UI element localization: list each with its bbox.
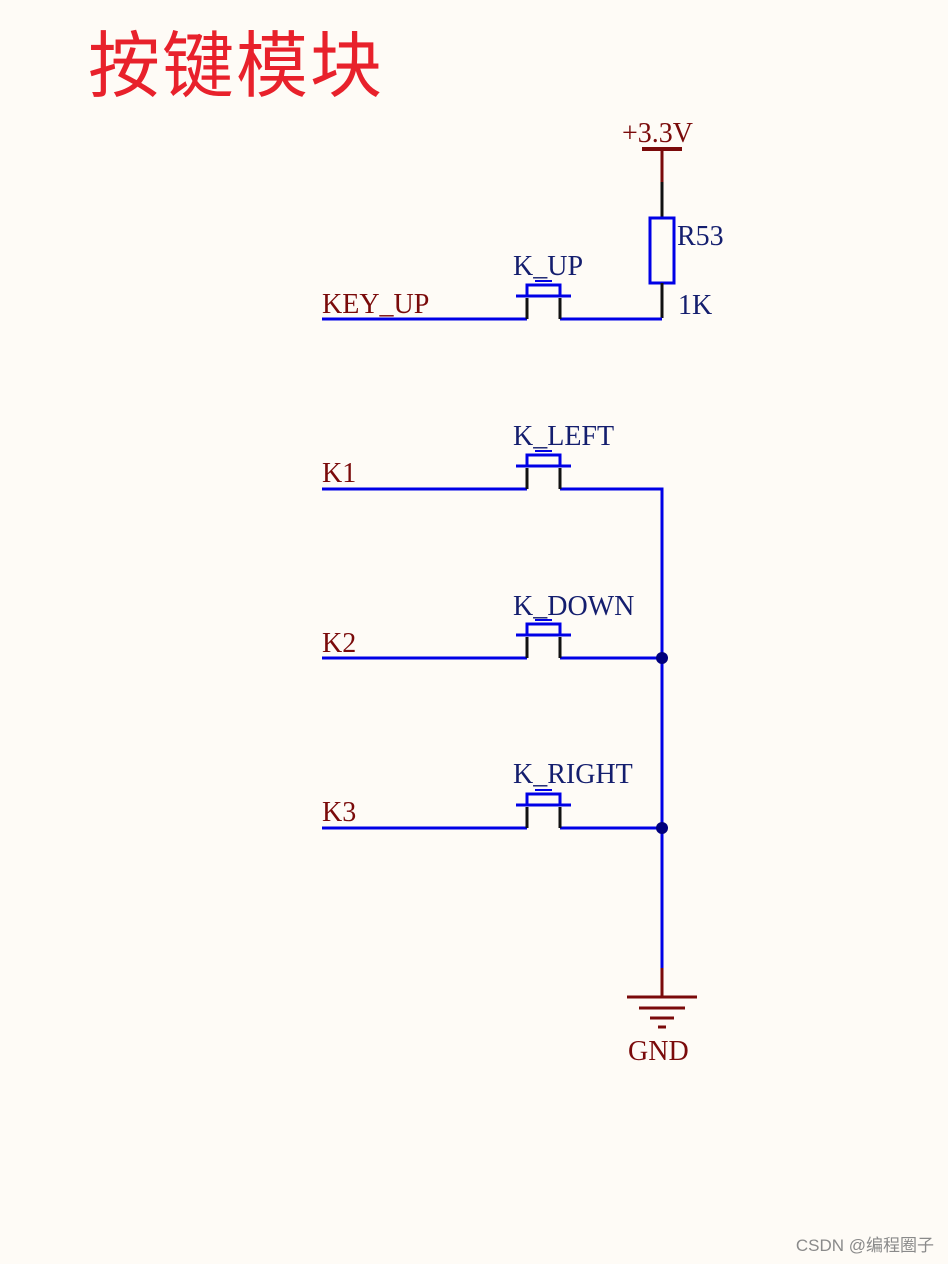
net-label-key-up: KEY_UP (322, 289, 429, 320)
switch-k-left-label: K_LEFT (513, 421, 614, 452)
resistor-value: 1K (678, 290, 712, 321)
switch-k-down: K_DOWN (513, 591, 634, 658)
ground-symbol: GND (627, 968, 697, 1067)
resistor-r53: R53 1K (648, 182, 724, 321)
resistor-designator: R53 (677, 221, 724, 252)
net-label-k3: K3 (322, 797, 356, 828)
switch-k-down-label: K_DOWN (513, 591, 634, 622)
wire-k1-right (560, 487, 664, 968)
switch-k-right: K_RIGHT (513, 759, 633, 828)
junction-k3 (656, 822, 668, 834)
switch-k-up-label: K_UP (513, 251, 583, 282)
switch-k-up: K_UP (513, 251, 583, 319)
wires (322, 317, 664, 968)
junction-k2 (656, 652, 668, 664)
switch-k-left: K_LEFT (513, 421, 614, 489)
net-label-k2: K2 (322, 628, 356, 659)
switch-k-right-label: K_RIGHT (513, 759, 633, 790)
module-title: 按键模块 (88, 24, 385, 108)
ground-label: GND (628, 1036, 689, 1067)
power-symbol-3v3: +3.3V (622, 118, 693, 182)
power-label: +3.3V (622, 118, 693, 149)
net-label-k1: K1 (322, 458, 356, 489)
watermark: CSDN @编程圈子 (795, 1236, 934, 1255)
